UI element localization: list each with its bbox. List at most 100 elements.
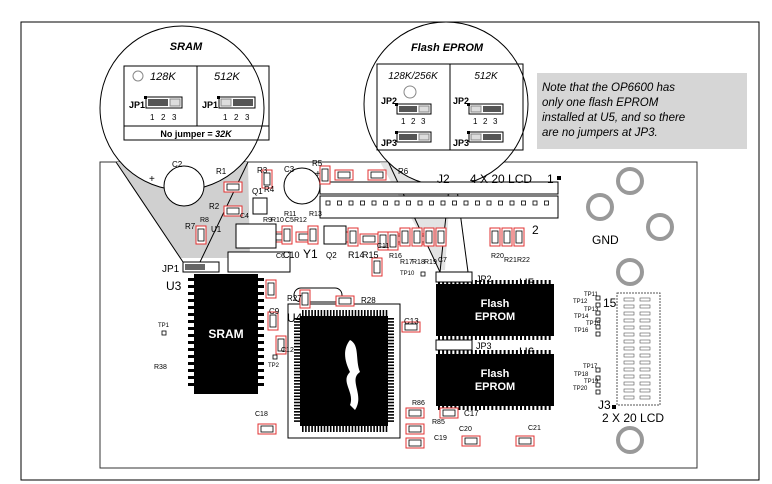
flash-pin — [499, 336, 502, 340]
u4-pin — [388, 349, 394, 351]
label-r22: R22 — [517, 257, 530, 264]
u4-pin — [388, 330, 394, 332]
passive-part-body — [379, 234, 387, 248]
sram-pin-right-3: 3 — [245, 113, 250, 122]
j2-pin — [360, 200, 365, 206]
mount-hole-4 — [616, 258, 644, 286]
chip-u5: Flash EPROM — [436, 280, 554, 340]
flash-pin — [495, 350, 498, 354]
flash-opt-right: 512K — [474, 71, 499, 82]
u3-pin — [258, 327, 264, 330]
u4-pin — [294, 389, 300, 391]
u4-pin — [388, 327, 394, 329]
u4-pin — [294, 321, 300, 323]
u4-pin — [388, 364, 394, 367]
flash-pin — [487, 406, 490, 410]
u4-pin — [388, 380, 394, 382]
sram-opt-right: 512K — [214, 71, 240, 83]
flash-right-jp2-pin1 — [467, 103, 470, 106]
u4-pin — [294, 380, 300, 382]
label-c2: C2 — [172, 160, 183, 169]
test-point — [595, 317, 601, 323]
u4-pin — [314, 426, 316, 432]
u4-pin — [348, 426, 351, 432]
u4-pin — [388, 342, 394, 345]
passive-part-body — [283, 228, 291, 242]
flash-pin — [458, 350, 461, 354]
sram-jumper-left-pin — [169, 98, 181, 107]
flash-pin — [466, 336, 469, 340]
j2-pin-row — [325, 200, 549, 206]
flash-pin — [503, 336, 506, 340]
flash-pin — [548, 336, 551, 340]
passive-part-body — [373, 260, 381, 274]
board-jp3 — [435, 339, 473, 351]
flash-pin — [528, 350, 531, 354]
flash-right-pin-1: 1 — [473, 117, 478, 126]
flash-pin — [483, 336, 486, 340]
passive-part-body — [401, 230, 409, 244]
u4-pin — [294, 404, 300, 407]
u3-pin — [188, 285, 194, 288]
u4-pin — [308, 426, 310, 432]
u4-pin — [294, 383, 300, 385]
flash-right-pin-3: 3 — [493, 117, 498, 126]
u3-pin — [188, 327, 194, 330]
flash-right-jp2-cap — [483, 106, 501, 112]
flash-pin — [515, 280, 518, 284]
u4-pin — [388, 358, 394, 360]
u4-pin — [388, 376, 394, 379]
sram-footer-note: No jumper = 32K — [160, 129, 233, 139]
u4-pin — [317, 426, 320, 432]
flash-pin — [528, 280, 531, 284]
flash-pin — [438, 350, 440, 354]
u5-label-line2: EPROM — [475, 311, 515, 323]
u4-pin — [348, 310, 351, 316]
flash-pin — [503, 280, 506, 284]
crystal-y1-pad — [227, 251, 291, 273]
flash-pin — [454, 350, 457, 354]
flash-pin — [528, 406, 531, 410]
passive-part-body — [491, 230, 499, 244]
sram-callout-wedge — [116, 162, 250, 258]
u4-pin — [314, 310, 316, 316]
u5-label-line1: Flash — [481, 298, 510, 310]
label-r4: R4 — [264, 185, 275, 194]
flash-pin — [462, 336, 465, 340]
u3-pin — [188, 376, 194, 379]
label-r11: R11 — [284, 211, 296, 218]
flash-pin — [495, 336, 498, 340]
mounting-holes: GND — [586, 167, 674, 454]
u4-pin — [326, 310, 329, 316]
label-r14: R14 — [348, 250, 365, 260]
label-tp16: TP16 — [574, 328, 589, 334]
chip-u3: SRAM — [188, 274, 264, 394]
u4-pin — [294, 367, 300, 370]
passive-part-body — [437, 230, 445, 244]
flash-pin — [458, 336, 461, 340]
u4-pin — [333, 310, 335, 316]
mount-hole-5 — [616, 426, 644, 454]
u4-pin — [294, 355, 300, 357]
u4-pin — [320, 310, 323, 316]
flash-pin — [491, 406, 494, 410]
label-r13: R13 — [309, 211, 322, 218]
u4-pin — [294, 414, 300, 416]
j3-pin — [623, 395, 635, 400]
capacitor-c3 — [283, 167, 321, 205]
test-point — [161, 330, 167, 336]
label-c9: C9 — [269, 307, 280, 316]
flash-left-jp3-pin — [418, 133, 430, 141]
passive-part-body — [337, 171, 351, 179]
u4-pin — [302, 426, 304, 432]
label-r7: R7 — [185, 222, 196, 231]
test-point — [595, 302, 601, 308]
sram-callout-line-left — [115, 161, 184, 263]
label-c17: C17 — [464, 409, 479, 418]
label-r17: R17 — [400, 259, 413, 266]
j3-pin — [639, 325, 651, 330]
flash-pin — [503, 406, 506, 410]
flash-left-jp2-label: JP2 — [381, 96, 397, 106]
passive-part-body — [197, 228, 205, 242]
transistor-q2 — [323, 225, 347, 245]
